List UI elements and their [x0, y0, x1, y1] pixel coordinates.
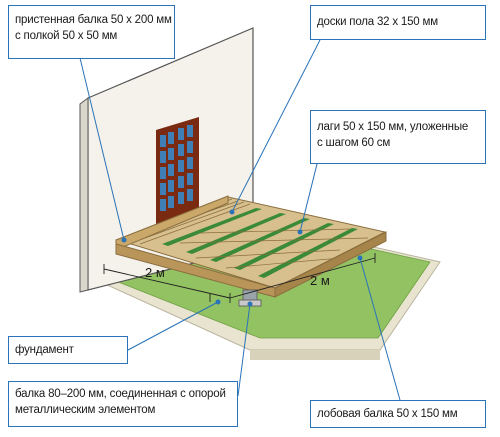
left-span-label: 2 м	[145, 265, 165, 280]
callout-wall-beam-line1: пристенная балка 50 x 200 мм	[15, 14, 172, 26]
callout-joists: лаги 50 x 150 мм, уложенные с шагом 60 с…	[310, 110, 486, 164]
callout-support-beam-line2: металлическим элементом	[15, 404, 156, 416]
callout-joists-line1: лаги 50 x 150 мм, уложенные	[317, 121, 469, 133]
callout-wall-beam: пристенная балка 50 x 200 мм с полкой 50…	[8, 5, 175, 59]
dimension-lines	[103, 253, 376, 303]
callout-joists-line2: с шагом 60 см	[317, 137, 391, 149]
callout-floor-boards: доски пола 32 х 150 мм	[310, 5, 486, 40]
callout-foundation: фундамент	[8, 336, 128, 364]
door	[156, 117, 199, 232]
callout-front-beam: лобовая балка 50 х 150 мм	[310, 400, 486, 428]
callout-floor-boards-line1: доски пола 32 х 150 мм	[317, 16, 438, 28]
callout-wall-beam-line2: с полкой 50 x 50 мм	[15, 30, 118, 42]
callout-support-beam-line1: балка 80–200 мм, соединенная с опорой	[15, 388, 226, 400]
callout-support-beam: балка 80–200 мм, соединенная с опорой ме…	[8, 381, 238, 427]
leader-lines	[79, 39, 401, 401]
deck-structure	[115, 195, 387, 307]
callout-front-beam-line1: лобовая балка 50 х 150 мм	[317, 408, 458, 420]
right-span-label: 2 м	[310, 273, 330, 288]
callout-foundation-line1: фундамент	[15, 344, 74, 356]
